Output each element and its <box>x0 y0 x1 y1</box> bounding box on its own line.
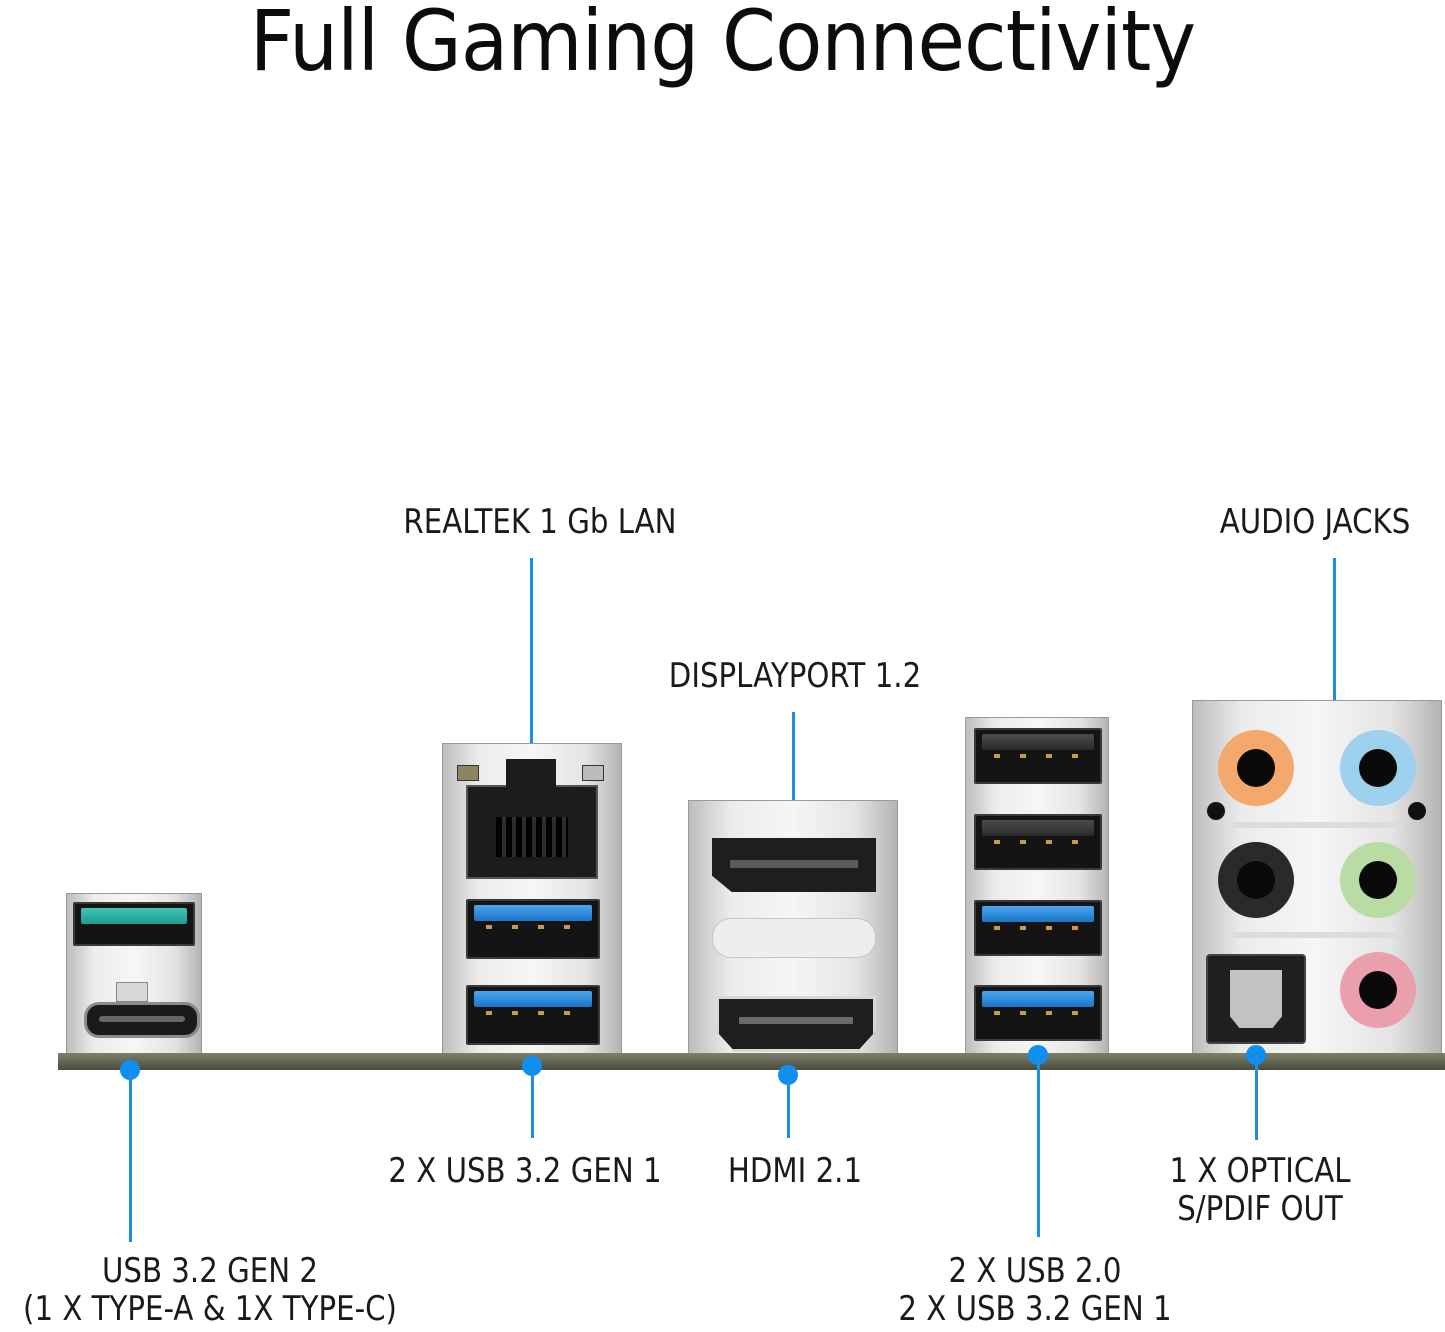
page-title: Full Gaming Connectivity <box>249 0 1196 90</box>
label-usb-stack-line2: 2 X USB 3.2 GEN 1 <box>898 1289 1172 1329</box>
usb-tongue-blue <box>474 991 592 1007</box>
usb-2-0-port-2 <box>974 814 1102 870</box>
usb-pins <box>994 840 1082 844</box>
usb-type-c-latch <box>116 982 148 1002</box>
shield-ridge <box>1232 822 1404 828</box>
label-usb-gen2: USB 3.2 GEN 2 (1 X TYPE-A & 1X TYPE-C) <box>12 1252 408 1328</box>
screw-hole-left <box>1207 802 1225 820</box>
label-usb-gen2-line1: USB 3.2 GEN 2 <box>101 1251 319 1291</box>
leader-hdmi <box>787 1075 790 1138</box>
shield-emboss <box>712 918 876 958</box>
audio-jack-pink <box>1340 952 1416 1028</box>
displayport-port <box>712 838 876 892</box>
usb-pins <box>486 1011 580 1015</box>
usb-gen1-port-1 <box>466 899 600 959</box>
label-usb-stack: 2 X USB 2.0 2 X USB 3.2 GEN 1 <box>885 1252 1186 1328</box>
audio-jack-blue <box>1340 730 1416 806</box>
led-right <box>582 765 604 781</box>
usb-tongue-teal <box>81 908 187 924</box>
optical-spdif-port <box>1206 954 1306 1044</box>
usb-tongue-blue <box>474 905 592 921</box>
audio-jack-black <box>1218 842 1294 918</box>
label-usb-gen1-lan: 2 X USB 3.2 GEN 1 <box>388 1151 662 1191</box>
label-hdmi: HDMI 2.1 <box>727 1151 863 1191</box>
label-optical-line2: S/PDIF OUT <box>1177 1189 1343 1229</box>
rj45-lan-port <box>466 759 598 879</box>
usb-pins <box>994 1011 1082 1015</box>
label-displayport: DISPLAYPORT 1.2 <box>668 656 922 696</box>
usb-pins <box>994 754 1082 758</box>
leader-audio <box>1333 558 1336 723</box>
usb-tongue-blue <box>982 906 1094 922</box>
audio-jack-green <box>1340 842 1416 918</box>
usb-2-0-port-1 <box>974 728 1102 784</box>
label-optical-line1: 1 X OPTICAL <box>1169 1151 1351 1191</box>
label-lan: REALTEK 1 Gb LAN <box>403 502 677 542</box>
hdmi-port <box>716 996 876 1052</box>
usb-pins <box>994 926 1082 930</box>
label-optical: 1 X OPTICAL S/PDIF OUT <box>1140 1152 1381 1228</box>
screw-hole-right <box>1408 802 1426 820</box>
usb-tongue-black <box>982 820 1094 836</box>
label-usb-stack-line1: 2 X USB 2.0 <box>948 1251 1122 1291</box>
usb-gen1-port-2 <box>466 985 600 1045</box>
usb-type-a-gen2-port <box>73 902 195 946</box>
leader-usb-gen1-lan <box>531 1066 534 1138</box>
leader-usb-gen2 <box>129 1070 132 1242</box>
led-left <box>457 765 479 781</box>
audio-jack-orange <box>1218 730 1294 806</box>
motherboard-edge <box>58 1053 1445 1070</box>
shield-ridge <box>1232 932 1404 938</box>
usb-tongue-blue <box>982 991 1094 1007</box>
label-audio-jacks: AUDIO JACKS <box>1219 502 1411 542</box>
usb-gen1-stack-port-1 <box>974 900 1102 956</box>
usb-tongue-black <box>982 734 1094 750</box>
leader-optical <box>1255 1055 1258 1140</box>
label-usb-gen2-line2: (1 X TYPE-A & 1X TYPE-C) <box>23 1289 397 1329</box>
usb-type-c-port <box>84 1002 200 1038</box>
leader-displayport <box>792 712 795 837</box>
usb-gen1-stack-port-2 <box>974 985 1102 1041</box>
usb-pins <box>486 925 580 929</box>
leader-usb-stack <box>1037 1055 1040 1237</box>
leader-lan <box>530 558 533 763</box>
